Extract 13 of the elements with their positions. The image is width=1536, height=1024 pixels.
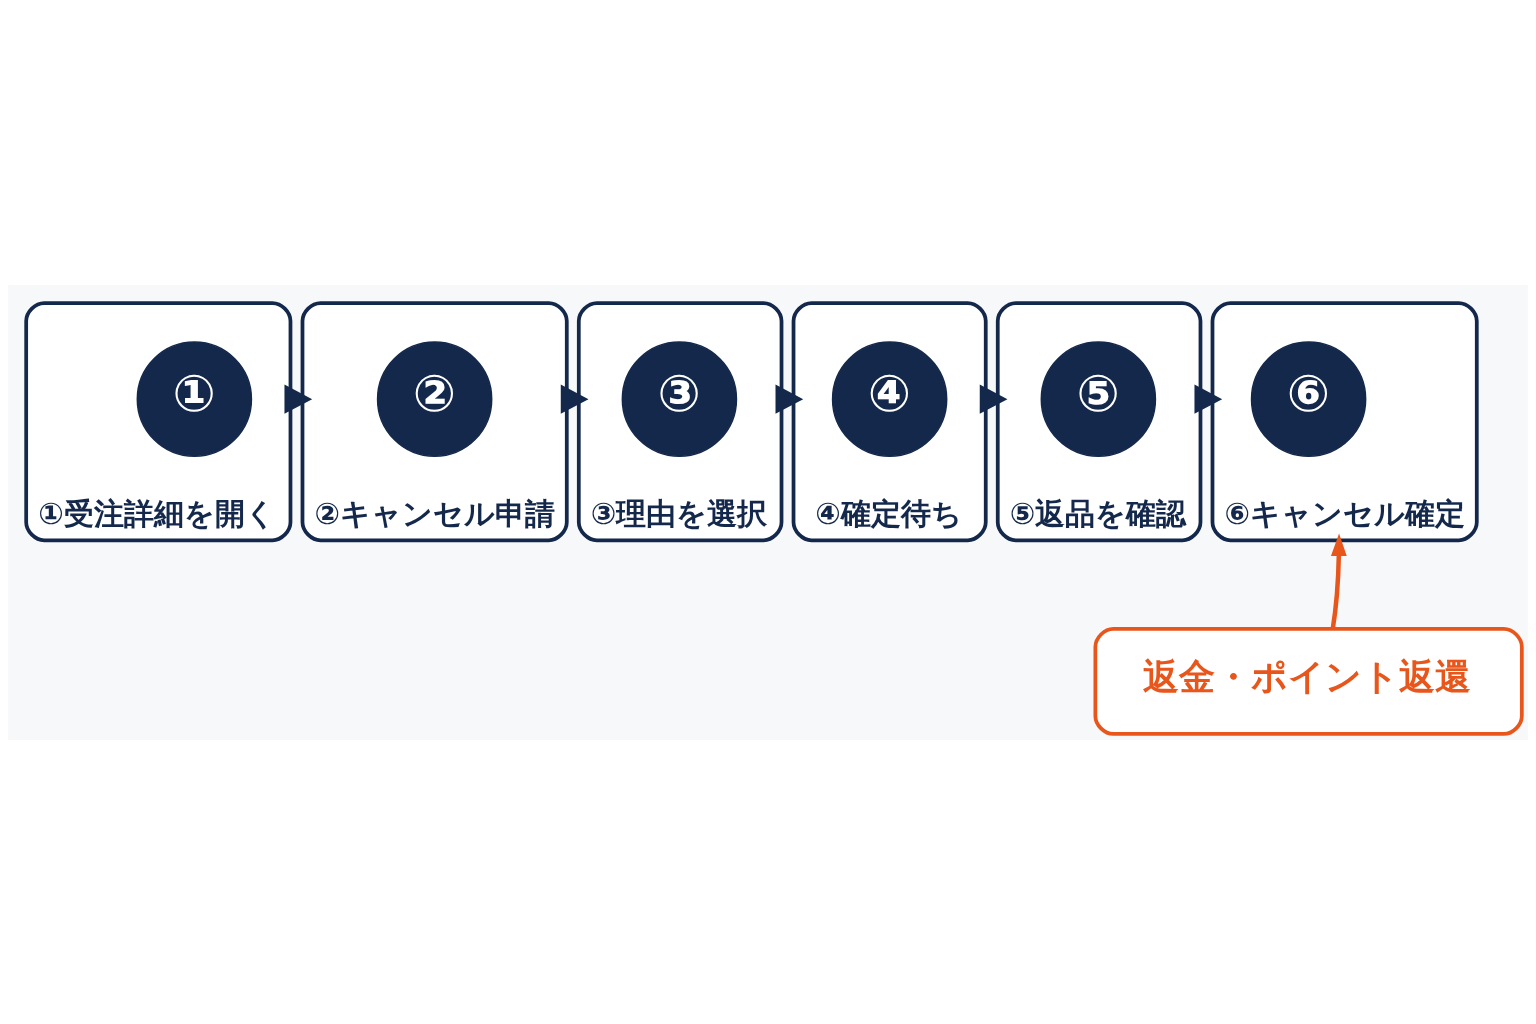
node-box: 返金・ポイント返還 [1093, 626, 1524, 736]
arrow [1330, 532, 1347, 629]
arrow [560, 384, 589, 414]
arrow [284, 384, 313, 414]
arrow [775, 384, 804, 414]
arrow [1194, 384, 1223, 414]
node-circle: ③ [621, 340, 738, 457]
node-circle: ① [136, 340, 253, 457]
node-circle: ④ [831, 340, 948, 457]
node-circle: ⑥ [1250, 340, 1367, 457]
node-circle: ② [376, 340, 493, 457]
arrow [979, 384, 1008, 414]
node-circle: ⑤ [1040, 340, 1157, 457]
